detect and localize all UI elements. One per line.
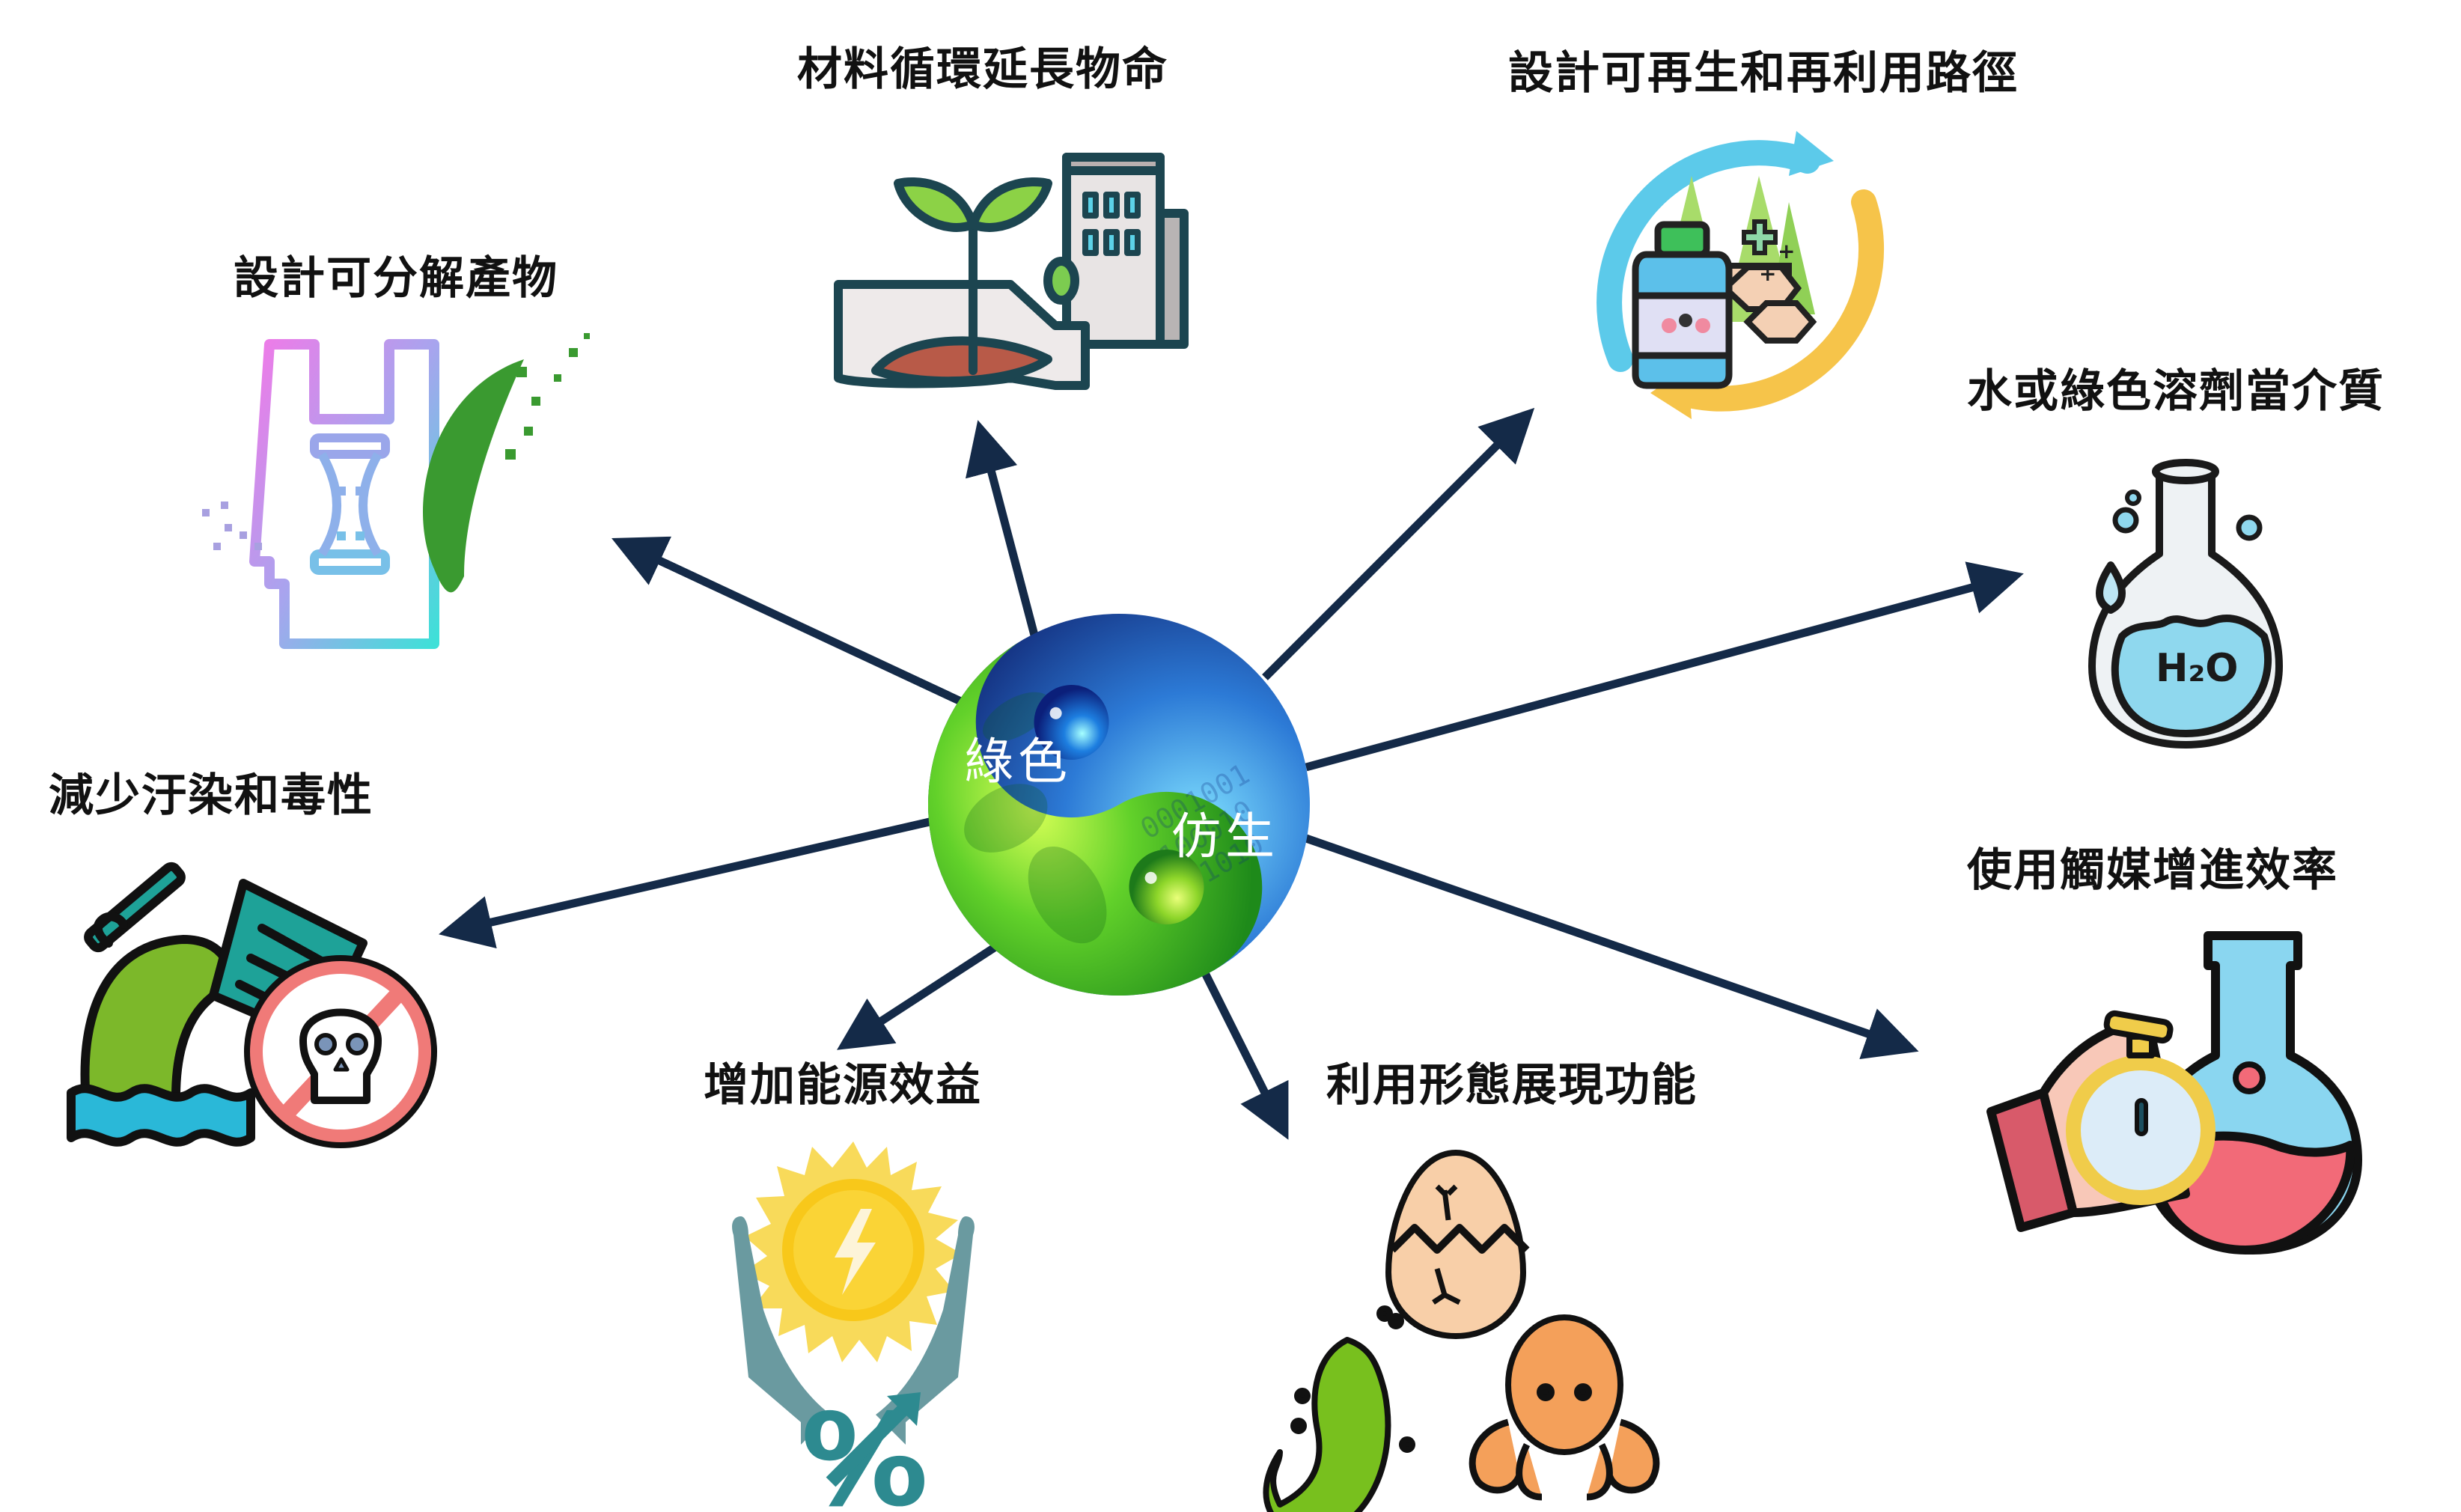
yin-yang-globe-icon: 0001001 0100010 1001010: [928, 614, 1310, 996]
node-label-green-solvent: 水或綠色溶劑當介質: [1967, 365, 2385, 418]
egg-gecko-octopus-icon: [1263, 1150, 1660, 1512]
arrows: [439, 407, 2024, 1140]
arrow-to-form-function: [1201, 971, 1289, 1140]
center-label-biomimicry: 仿生: [1171, 808, 1279, 865]
node-label-form-function: 利用形態展現功能: [1326, 1059, 1698, 1112]
node-label-degradable: 設計可分解產物: [234, 252, 558, 305]
arrow-to-material-cycle: [965, 420, 1041, 645]
bottle-sprout-building-icon: [834, 153, 1189, 390]
svg-text:+: +: [1759, 261, 1776, 286]
recycle-bottle-forest-icon: + +: [1597, 131, 1885, 419]
arrow-to-pollution: [439, 815, 941, 949]
node-label-energy: 增加能源效益: [704, 1059, 982, 1112]
degradable-bag-leaf-icon: [202, 333, 590, 649]
node-label-renewable: 設計可再生和再利用路徑: [1508, 47, 2019, 100]
toxic-waste-skull-icon: [67, 862, 437, 1148]
sun-hands-percent-icon: %: [732, 1141, 975, 1512]
h2o-text: H₂O: [2156, 646, 2239, 691]
arrow-to-energy: [837, 943, 998, 1050]
stopwatch-flask-icon: [1986, 931, 2362, 1255]
arrow-to-degradable: [612, 536, 968, 707]
h2o-flask-icon: H₂O: [2088, 459, 2283, 749]
arrow-to-renewable: [1262, 407, 1535, 680]
arrow-to-green-solvent: [1305, 561, 2024, 772]
center-label-green: 綠色: [964, 733, 1072, 790]
node-label-material-cycle: 材料循環延長物命: [797, 43, 1168, 96]
node-label-catalyst: 使用觸媒增進效率: [1967, 844, 2338, 897]
svg-text:+: +: [1778, 239, 1795, 263]
arrow-to-catalyst: [1305, 834, 1919, 1059]
node-label-pollution: 減少汙染和毒性: [49, 769, 373, 822]
